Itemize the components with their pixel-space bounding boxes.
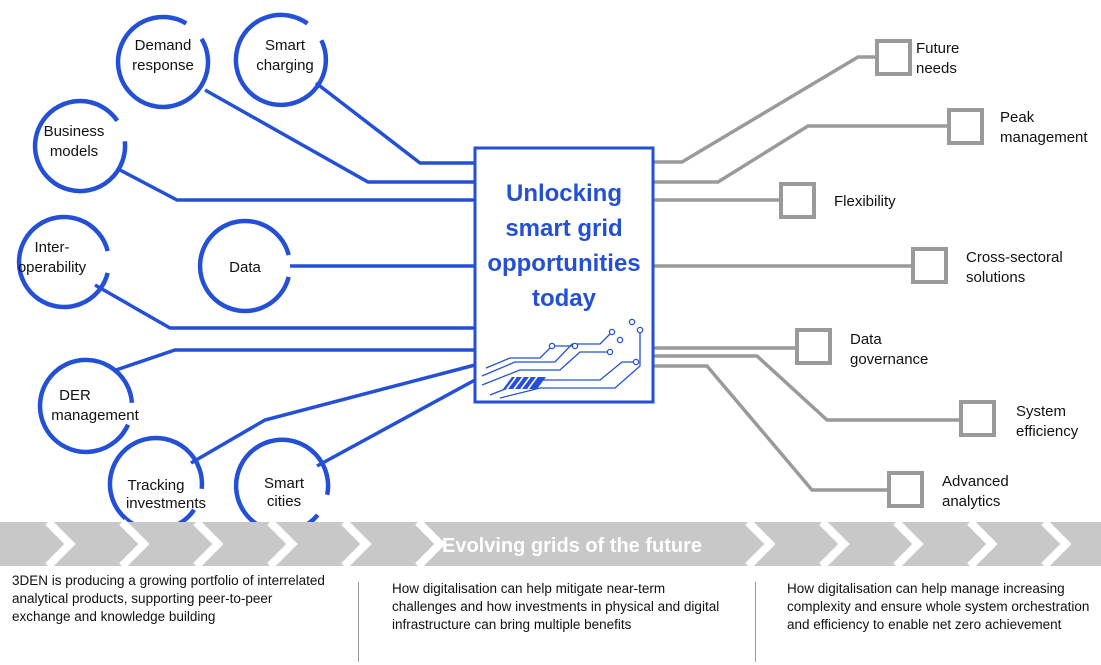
system-efficiency-connector <box>653 354 961 422</box>
tracking-investments-label: Tracking <box>128 477 185 494</box>
left-nodes: DemandresponseSmartchargingBusinessmodel… <box>16 12 331 534</box>
footer-col-2: How digitalisation can help mitigate nea… <box>392 581 720 632</box>
business-models-label: Business <box>44 123 105 140</box>
banner-chevron <box>45 519 76 569</box>
banner-chevron <box>119 519 150 569</box>
flexibility-label: Flexibility <box>834 193 896 210</box>
center-title-line: smart grid <box>505 215 622 242</box>
banner-title: Evolving grids of the future <box>442 535 702 557</box>
banner-chevron <box>1041 519 1072 569</box>
smart-charging-connector <box>314 81 475 165</box>
business-models-label: models <box>50 143 98 160</box>
center-title-line: opportunities <box>487 250 640 277</box>
node-peak-management: Peak management <box>947 108 1088 146</box>
node-data-governance: Data governance <box>795 328 928 368</box>
business-models-connector <box>119 168 475 202</box>
node-flexibility: Flexibility <box>779 182 896 219</box>
cross-sectoral-solutions-label: Cross-sectoral <box>966 249 1063 266</box>
node-future-needs: Future needs <box>875 39 959 77</box>
footer-divider-2 <box>755 582 756 662</box>
tracking-investments-label: investments <box>126 495 206 512</box>
peak-management-connector <box>653 124 949 184</box>
der-management-label: management <box>51 407 139 424</box>
demand-response-circle <box>115 14 211 110</box>
interoperability-label: Inter- <box>34 239 69 256</box>
node-smart-charging: Smart charging <box>233 12 329 108</box>
smart-cities-connector <box>316 378 476 468</box>
der-management-circle <box>37 357 135 455</box>
interoperability-connector <box>94 283 475 330</box>
interoperability-circle <box>16 214 110 310</box>
demand-response-label: response <box>132 57 194 74</box>
footer-col-3: How digitalisation can help manage incre… <box>787 581 1090 632</box>
center-title-line: Unlocking <box>506 180 622 207</box>
data-governance-label: Data <box>850 331 882 348</box>
peak-management-label: Peak <box>1000 109 1035 126</box>
demand-response-connector <box>204 88 475 184</box>
future-needs-label: Future <box>916 40 959 57</box>
smart-charging-label: charging <box>256 57 314 74</box>
data-circle <box>197 218 291 314</box>
smart-cities-label: Smart <box>264 475 305 492</box>
smart-cities-label: cities <box>267 493 301 510</box>
banner-chevron <box>819 519 850 569</box>
banner-chevron <box>415 519 446 569</box>
banner-chevron <box>341 519 372 569</box>
system-efficiency-square <box>959 400 996 437</box>
circuit-decoration <box>481 318 644 399</box>
smart-charging-label: Smart <box>265 37 306 54</box>
right-connector-lines <box>653 55 961 492</box>
future-needs-label: needs <box>916 60 957 77</box>
center-box: Unlocking smart grid opportunities today <box>473 146 655 404</box>
banner-chevron <box>967 519 998 569</box>
data-governance-label: governance <box>850 351 928 368</box>
peak-management-label: management <box>1000 129 1088 146</box>
node-demand-response: Demand response <box>115 14 211 110</box>
node-data: Data <box>197 218 291 314</box>
left-connector-lines <box>94 81 476 468</box>
center-title-line: today <box>532 285 597 312</box>
footer-divider-1 <box>358 582 359 662</box>
banner-chevron <box>267 519 298 569</box>
flexibility-square <box>779 182 816 219</box>
node-cross-sectoral-solutions: Cross-sectoral solutions <box>911 247 1063 286</box>
node-business-models: Business models <box>32 98 128 194</box>
future-needs-connector <box>653 55 877 164</box>
banner-chevron <box>893 519 924 569</box>
advanced-analytics-square <box>887 471 924 508</box>
cross-sectoral-solutions-label: solutions <box>966 269 1025 286</box>
node-advanced-analytics: Advanced analytics <box>887 471 1009 510</box>
footer-col-1: 3DEN is producing a growing portfolio of… <box>12 573 325 624</box>
advanced-analytics-label: Advanced <box>942 473 1009 490</box>
data-governance-square <box>795 328 832 365</box>
peak-management-square <box>947 108 984 145</box>
data-label: Data <box>229 259 261 276</box>
advanced-analytics-label: analytics <box>942 493 1000 510</box>
cross-sectoral-solutions-square <box>911 247 948 284</box>
future-needs-square <box>875 39 912 76</box>
node-der-management: DER management <box>37 357 140 455</box>
system-efficiency-label: efficiency <box>1016 423 1079 440</box>
smart-charging-circle <box>233 12 329 108</box>
interoperability-label: operability <box>18 259 87 276</box>
evolving-grids-banner: Evolving grids of the future <box>0 519 1101 569</box>
tracking-investments-connector <box>190 363 476 465</box>
banner-chevron <box>193 519 224 569</box>
advanced-analytics-connector <box>653 364 889 492</box>
node-interoperability: Inter-operability <box>16 214 110 310</box>
node-system-efficiency: System efficiency <box>959 400 1079 440</box>
demand-response-label: Demand <box>135 37 192 54</box>
business-models-circle <box>32 98 128 194</box>
der-management-connector <box>112 348 475 373</box>
system-efficiency-label: System <box>1016 403 1066 420</box>
der-management-label: DER <box>59 387 91 404</box>
banner-chevron <box>745 519 776 569</box>
